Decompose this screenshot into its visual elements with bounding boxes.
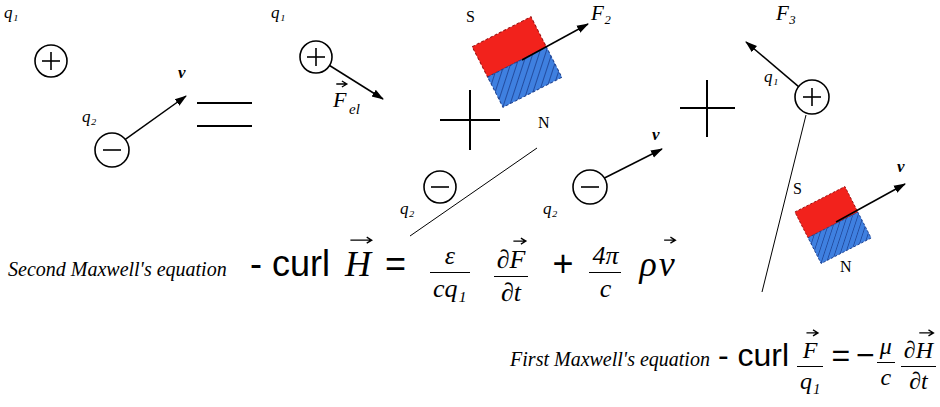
variable: ε xyxy=(445,241,455,271)
fraction: 4πc xyxy=(589,241,621,304)
leader-line xyxy=(762,115,806,292)
negative-charge xyxy=(95,133,129,167)
charge-label: q₁ xyxy=(271,4,285,23)
variable: v xyxy=(659,236,675,285)
variable: cq₁ xyxy=(433,274,467,304)
fraction: ∂H ∂t xyxy=(901,329,936,395)
positive-charge xyxy=(300,41,332,73)
velocity-arrow xyxy=(836,184,905,222)
vector-arrow xyxy=(806,330,818,336)
variable: 4π xyxy=(592,241,618,271)
operator: − xyxy=(856,337,875,374)
plus-sign xyxy=(440,90,500,150)
variable: q₁ xyxy=(800,368,820,396)
fraction: ∂F∂t xyxy=(494,237,529,308)
bar-magnet xyxy=(472,17,562,108)
variable: μ xyxy=(880,333,892,361)
charge-label: q₂ xyxy=(400,200,414,219)
positive-charge xyxy=(35,45,67,77)
force-subscript: el xyxy=(349,101,360,118)
fraction: μc xyxy=(877,333,895,391)
positive-charge xyxy=(795,80,829,114)
vector-arrow xyxy=(336,81,347,87)
variable: H xyxy=(916,329,933,365)
equals-sign xyxy=(197,103,252,126)
bar-magnet xyxy=(795,187,871,264)
velocity-label: v xyxy=(652,126,660,145)
charge-label: q₁ xyxy=(4,4,18,23)
variable: c xyxy=(880,364,891,392)
vector-arrow xyxy=(350,237,371,243)
variable: c xyxy=(600,274,612,304)
pole-label: N xyxy=(538,114,550,132)
variable: ρ xyxy=(639,244,656,285)
fraction: εcq₁ xyxy=(430,241,470,304)
force-arrow xyxy=(522,24,588,60)
equation-row: Second Maxwell's equation - curl H = εcq₁ ∂F∂… xyxy=(8,236,675,308)
charge-label: q₂ xyxy=(543,200,557,219)
velocity-arrow xyxy=(125,96,186,139)
variable: ∂ xyxy=(497,245,510,275)
velocity-label: v xyxy=(178,64,186,83)
velocity-label: v xyxy=(897,158,905,177)
plus-sign xyxy=(680,80,735,137)
variable: F xyxy=(509,237,525,275)
force-arrow xyxy=(746,42,799,87)
force-label: F₂ xyxy=(591,2,611,25)
vector-arrow xyxy=(919,330,933,336)
force-label: F xyxy=(333,80,346,112)
variable: H xyxy=(345,236,371,285)
equation-title: First Maxwell's equation xyxy=(510,348,710,371)
charge-label: q₁ xyxy=(764,68,778,87)
leader-line xyxy=(410,148,537,236)
operator: = xyxy=(385,243,406,284)
operator: + xyxy=(552,243,573,284)
negative-charge xyxy=(424,171,456,203)
vector-arrow xyxy=(664,237,675,243)
equation-row: First Maxwell's equation- curlFq₁=−μc∂H∂… xyxy=(510,329,936,395)
pole-label: S xyxy=(793,180,802,198)
variable: F xyxy=(803,329,818,365)
force-label: F₃ xyxy=(776,2,796,25)
operator: - curl xyxy=(718,337,789,374)
variable: ∂t xyxy=(501,278,521,308)
charge-label: q₂ xyxy=(82,108,96,127)
operator: - curl xyxy=(250,243,330,284)
velocity-arrow xyxy=(605,149,663,178)
fraction: Fq₁ xyxy=(797,329,823,395)
operator: = xyxy=(831,337,850,374)
negative-charge xyxy=(573,170,607,204)
variable: ∂ xyxy=(904,337,916,365)
vector-arrow xyxy=(513,238,526,244)
variable: ∂t xyxy=(909,368,928,396)
pole-label: S xyxy=(466,8,475,26)
pole-label: N xyxy=(840,258,852,276)
equation-title: Second Maxwell's equation xyxy=(8,258,244,281)
